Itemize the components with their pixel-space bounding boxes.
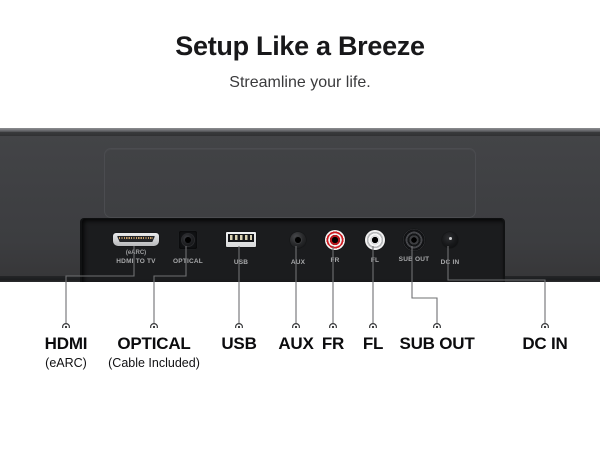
port-sub-out[interactable]: SUB OUT bbox=[399, 229, 429, 263]
page-subtitle: Streamline your life. bbox=[229, 74, 371, 91]
port-aux-label: AUX bbox=[290, 259, 306, 266]
soundbar-top-edge bbox=[0, 132, 600, 136]
callout-aux: AUX bbox=[278, 334, 313, 354]
callout-sub-out: SUB OUT bbox=[399, 334, 474, 354]
callout-fr-label: FR bbox=[321, 334, 345, 353]
callout-fr: FR bbox=[322, 334, 344, 354]
leader-dot-fr bbox=[329, 323, 337, 328]
port-hdmi-sublabel: (eARC) bbox=[125, 250, 147, 256]
rca-red-connector-icon bbox=[325, 230, 345, 250]
aux-connector-icon bbox=[290, 232, 306, 248]
callout-dc-in: DC IN bbox=[522, 334, 567, 354]
callout-optical: OPTICAL (Cable Included) bbox=[108, 334, 200, 371]
optical-connector-icon bbox=[179, 231, 197, 249]
leader-optical bbox=[153, 246, 187, 326]
port-optical[interactable]: OPTICAL bbox=[173, 231, 203, 265]
port-fr[interactable]: FR bbox=[325, 230, 345, 264]
usb-contacts-icon bbox=[230, 235, 252, 240]
leader-lines bbox=[62, 246, 549, 328]
callout-aux-label: AUX bbox=[278, 334, 314, 353]
callout-labels: HDMI (eARC) OPTICAL (Cable Included) USB… bbox=[0, 320, 600, 380]
callout-fl-label: FL bbox=[362, 334, 384, 353]
port-sub-out-label: SUB OUT bbox=[398, 256, 430, 263]
port-optical-label: OPTICAL bbox=[173, 258, 203, 265]
dc-center-pin-icon bbox=[448, 237, 452, 240]
rca-black-connector-icon bbox=[403, 229, 425, 251]
port-hdmi-label: HDMI TO TV bbox=[116, 258, 156, 265]
port-usb[interactable]: USB bbox=[226, 232, 256, 266]
leader-dot-fl bbox=[369, 323, 377, 328]
callout-fl: FL bbox=[362, 334, 384, 354]
leader-dot-sub-out bbox=[433, 323, 441, 328]
port-usb-label: USB bbox=[233, 259, 249, 266]
hdmi-connector-icon bbox=[113, 233, 159, 246]
port-dc-in-label: DC IN bbox=[440, 259, 460, 266]
leader-endpoint-centers bbox=[64, 325, 547, 328]
leader-dc-in bbox=[447, 246, 546, 326]
callout-dc-in-label: DC IN bbox=[522, 334, 568, 353]
leader-hdmi bbox=[65, 246, 135, 326]
callout-optical-sublabel: (Cable Included) bbox=[108, 356, 200, 370]
leader-dot-aux bbox=[292, 323, 300, 328]
soundbar-recess-panel bbox=[104, 148, 476, 218]
aux-hole-icon bbox=[295, 237, 301, 243]
port-hdmi[interactable]: (eARC) HDMI TO TV bbox=[113, 233, 159, 265]
port-fl-label: FL bbox=[370, 257, 380, 264]
callout-hdmi-label: HDMI bbox=[44, 334, 88, 353]
port-aux[interactable]: AUX bbox=[290, 232, 306, 266]
leader-dot-dc-in bbox=[541, 323, 549, 328]
leader-sub-out bbox=[411, 246, 438, 326]
port-fr-label: FR bbox=[330, 257, 340, 264]
leader-dot-hdmi bbox=[62, 323, 70, 328]
callout-sub-out-label: SUB OUT bbox=[399, 334, 475, 353]
port-fl[interactable]: FL bbox=[365, 230, 385, 264]
port-inset-panel: (eARC) HDMI TO TV OPTICAL USB bbox=[80, 218, 505, 282]
hdmi-pins-icon bbox=[119, 237, 153, 240]
callout-hdmi: HDMI (eARC) bbox=[45, 334, 88, 371]
callout-usb: USB bbox=[221, 334, 256, 354]
optical-aperture-icon bbox=[185, 237, 191, 243]
callout-optical-label: OPTICAL bbox=[117, 334, 191, 353]
leader-endpoint-dots bbox=[62, 323, 549, 328]
dc-barrel-connector-icon bbox=[442, 232, 458, 248]
header: Setup Like a Breeze Streamline your life… bbox=[0, 0, 600, 91]
leader-dot-optical bbox=[150, 323, 158, 328]
callout-hdmi-sublabel: (eARC) bbox=[45, 356, 87, 370]
leader-dot-usb bbox=[235, 323, 243, 328]
rca-white-connector-icon bbox=[365, 230, 385, 250]
usb-connector-icon bbox=[226, 232, 256, 247]
soundbar-top-highlight bbox=[0, 128, 600, 132]
page-title: Setup Like a Breeze bbox=[175, 31, 425, 61]
soundbar-device: (eARC) HDMI TO TV OPTICAL USB bbox=[0, 128, 600, 282]
port-dc-in[interactable]: DC IN bbox=[441, 232, 459, 266]
callout-usb-label: USB bbox=[221, 334, 257, 353]
